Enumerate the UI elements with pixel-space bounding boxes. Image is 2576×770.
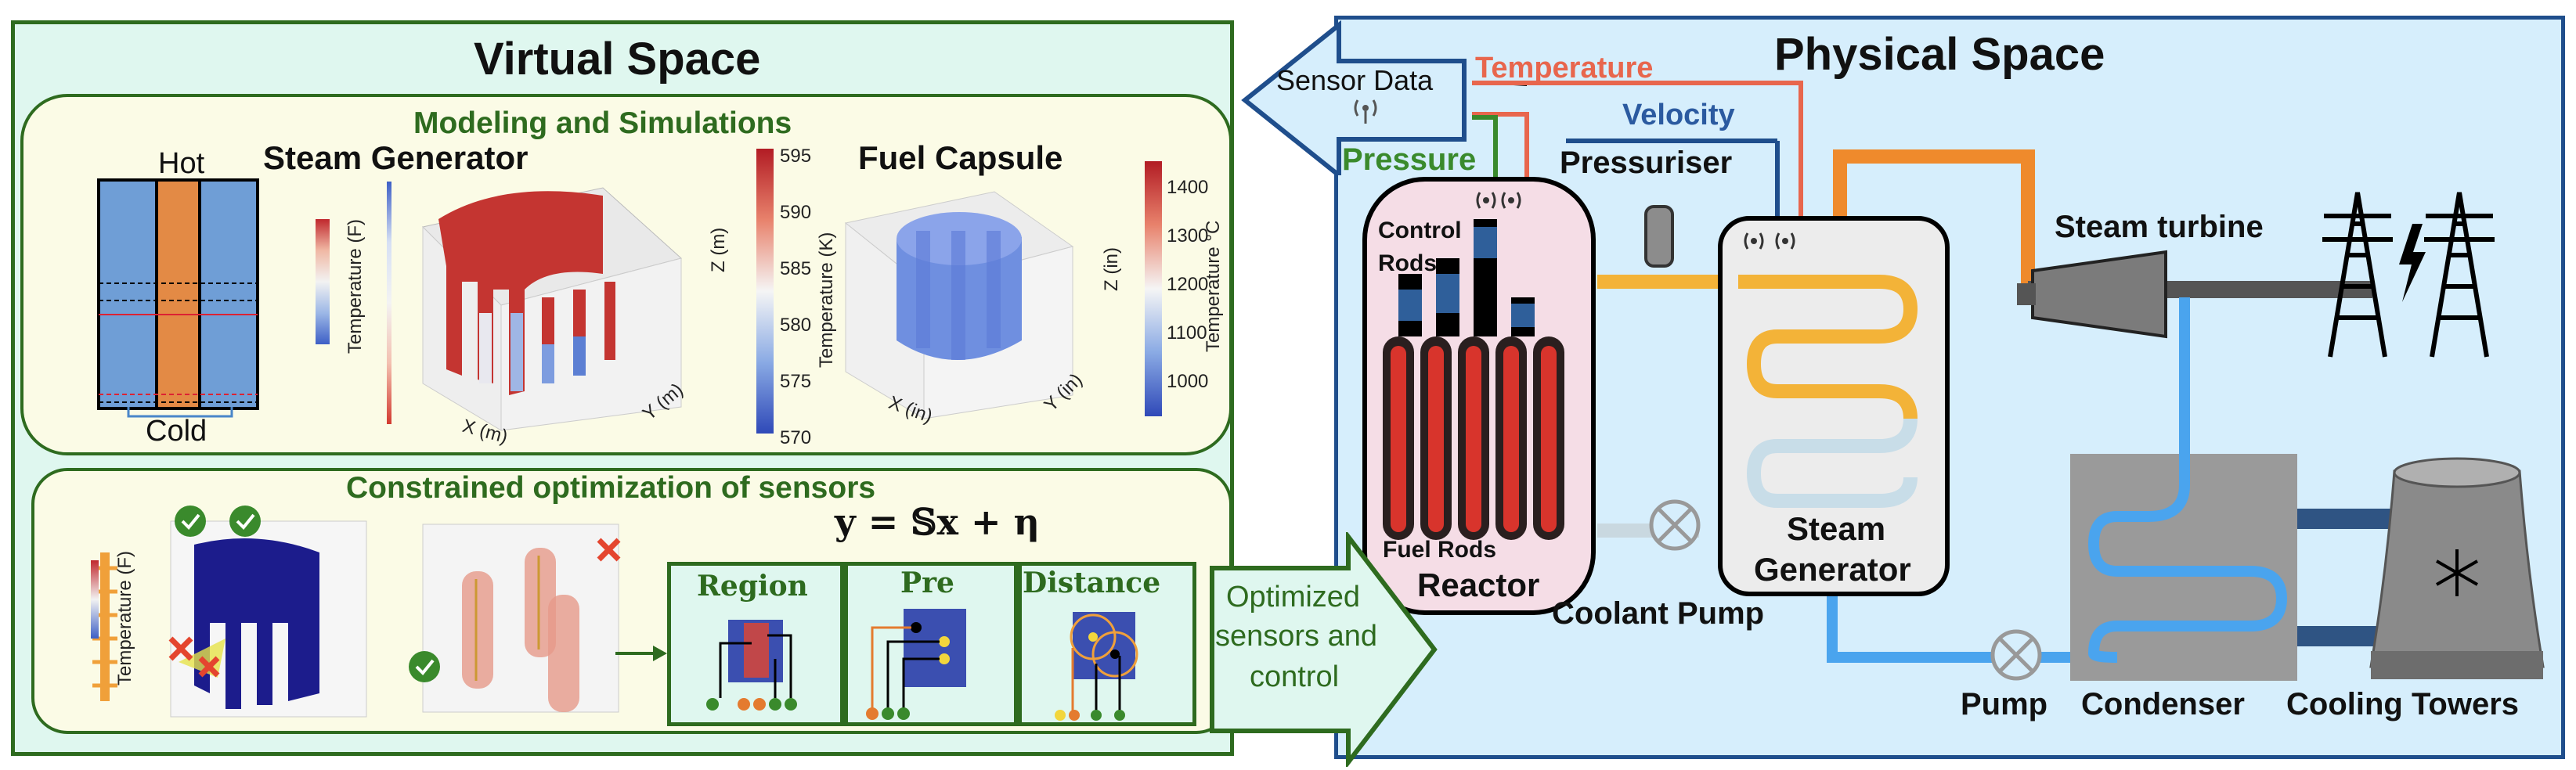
fc-temp-tick: 1100 [1167, 322, 1207, 344]
tube-sheet-schematic [94, 177, 262, 412]
pressuriser-label: Pressuriser [1560, 146, 1733, 180]
modeling-title: Modeling and Simulations [413, 106, 792, 140]
coolant-pump-icon [1647, 498, 1702, 552]
sg-temp-tick: 590 [780, 202, 812, 223]
sg-colorbar-label: Temperature (F) [345, 218, 366, 354]
temperature-label: Temperature [1475, 52, 1654, 85]
distance-diagram [1049, 609, 1167, 726]
measurement-equation: y = 𝕊x + η [835, 501, 1040, 543]
sensor-data-arrow [1241, 20, 1467, 175]
fuel-capsule-3d-plot [838, 176, 1081, 426]
hot-label: Hot [158, 147, 205, 180]
steam-generator-coil [1738, 275, 1918, 508]
steam-generator-label-2: Generator [1754, 551, 1911, 588]
sg-temperature-colorbar [756, 149, 774, 434]
optimization-title: Constrained optimization of sensors [346, 471, 876, 505]
control-rods-label-2: Rods [1378, 250, 1437, 276]
condenser-label: Condenser [2081, 687, 2245, 721]
reactor-core [1378, 219, 1582, 556]
distance-label: Distance [1023, 567, 1161, 599]
sensor-data-label: Sensor Data [1276, 64, 1434, 96]
sensor-placement-plot [53, 506, 374, 725]
fc-temperature-colorbar [1145, 161, 1162, 416]
optimized-arrow-line-2: sensors and [1215, 620, 1378, 653]
optimized-arrow-line-3: control [1250, 660, 1340, 693]
reactor-label: Reactor [1417, 567, 1540, 603]
steam-turbine [2017, 247, 2174, 341]
transmission-tower-icon [2314, 177, 2510, 365]
fc-temp-tick: 1000 [1167, 371, 1209, 392]
optimized-arrow [1210, 532, 1438, 767]
region-label: Region [697, 570, 808, 603]
pre-diagram [857, 607, 982, 725]
condenser-coil [2087, 454, 2288, 663]
sensor-wires [1472, 81, 1803, 219]
fc-temperature-label: Temperature °C [1203, 220, 1224, 352]
sg-thin-profile [387, 182, 391, 424]
cold-bracket [127, 407, 233, 418]
steam-generator-plot-title: Steam Generator [263, 139, 529, 176]
physical-space-title: Physical Space [1774, 29, 2105, 80]
antenna-icon [1350, 94, 1381, 125]
cold-label: Cold [146, 415, 207, 448]
fuel-rods-label: Fuel Rods [1383, 537, 1497, 563]
sg-temp-tick: 570 [780, 427, 812, 448]
opt-flow-arrow [615, 646, 667, 661]
pressure-label: Pressure [1342, 142, 1477, 177]
region-diagram [697, 612, 814, 721]
sg-temp-tick: 575 [780, 371, 812, 392]
steam-generator-3d-plot [407, 172, 689, 446]
sg-temperature-label: Temperature (K) [816, 232, 837, 368]
sg-temp-tick: 585 [780, 258, 812, 279]
sg-sensor-icon [1738, 225, 1809, 257]
fc-temp-tick: 1400 [1167, 177, 1209, 198]
pressuriser-tank [1644, 205, 1674, 268]
velocity-label: Velocity [1622, 99, 1735, 131]
fc-temp-tick: 1200 [1167, 274, 1209, 295]
sensor-candidates-plot [407, 501, 634, 728]
sg-temp-tick: 580 [780, 315, 812, 336]
fuel-capsule-plot-title: Fuel Capsule [858, 139, 1063, 176]
sg-colorbar [316, 219, 330, 344]
pump-icon [1989, 628, 2044, 682]
sg-temp-tick: 595 [780, 146, 812, 167]
opt-colorbar-label: Temperature (F) [114, 550, 135, 685]
fc-temp-tick: 1300 [1167, 225, 1209, 246]
sg-z-axis-label: Z (m) [708, 227, 729, 272]
steam-generator-label-1: Steam [1787, 510, 1886, 547]
optimized-arrow-line-1: Optimized [1226, 581, 1361, 613]
cooling-towers-label: Cooling Towers [2286, 687, 2520, 721]
coolant-pump-label: Coolant Pump [1552, 596, 1765, 631]
pump-label: Pump [1961, 687, 2048, 721]
steam-turbine-label: Steam turbine [2055, 210, 2264, 244]
fc-z-axis-label: Z (in) [1101, 247, 1122, 291]
pre-label: Pre [900, 567, 954, 599]
reactor-sensor-icon [1472, 185, 1527, 216]
virtual-space-title: Virtual Space [474, 34, 761, 85]
control-rods-label-1: Control [1378, 218, 1462, 243]
cooling-tower-icon [2363, 455, 2551, 682]
